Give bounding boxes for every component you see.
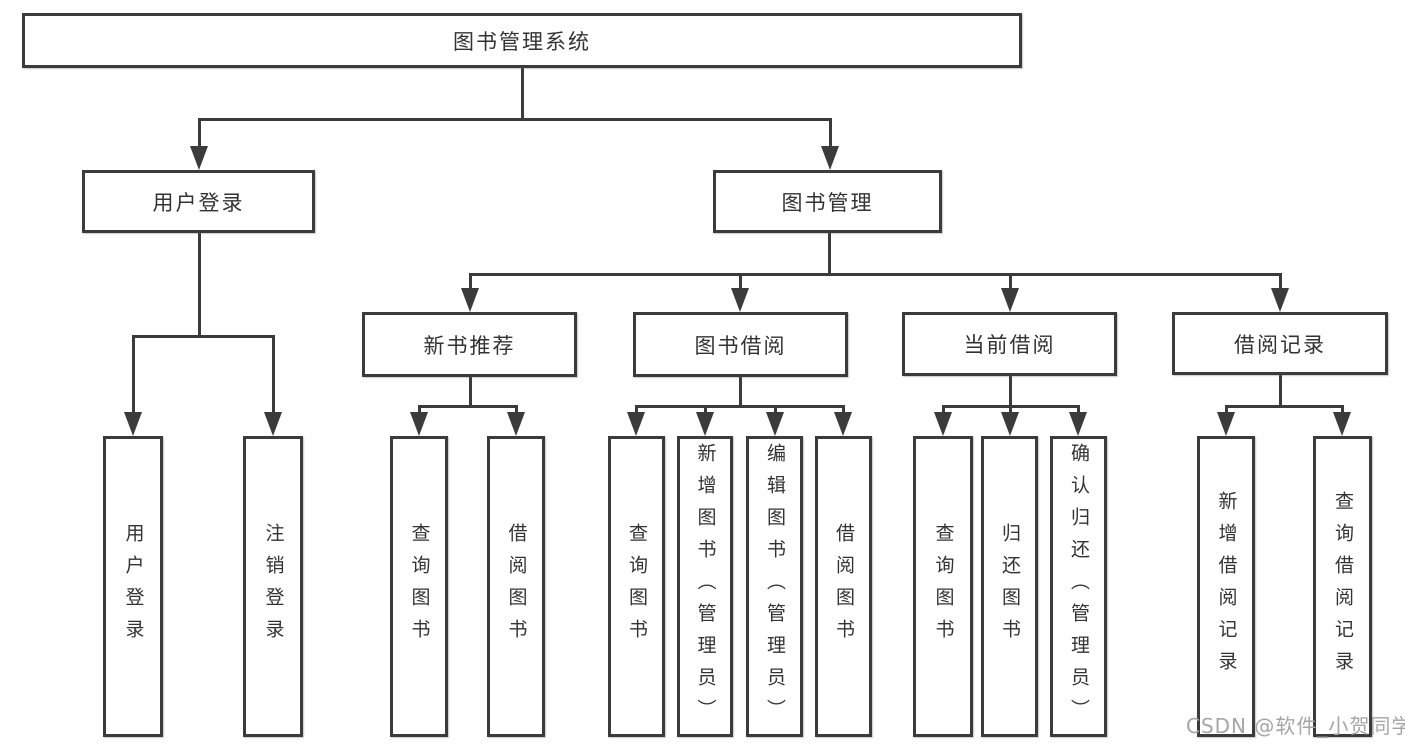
node-label: 确认归还（管理员）	[1068, 442, 1090, 731]
arrow-down-icon	[461, 288, 479, 312]
node-book-borrowing: 图书借阅	[633, 312, 848, 377]
node-label: 查询借阅记录	[1332, 490, 1354, 683]
connector-drop	[635, 405, 638, 416]
node-label: 编辑图书（管理员）	[764, 442, 786, 731]
node-label: 查询图书	[932, 522, 955, 651]
node-label: 图书管理	[781, 190, 874, 215]
connector-stem	[521, 68, 524, 121]
node-leaf-query-record: 查询借阅记录	[1313, 436, 1372, 737]
arrow-down-icon	[1069, 412, 1087, 436]
connector-drop	[515, 405, 518, 416]
connector-drop	[1279, 273, 1282, 292]
connector-drop	[704, 405, 707, 416]
arrow-down-icon	[731, 288, 749, 312]
node-leaf-return-book: 归还图书	[981, 436, 1038, 737]
connector-bar	[198, 118, 832, 121]
connector-bar	[418, 405, 518, 408]
connector-stem	[198, 233, 201, 338]
connector-drop	[1077, 405, 1080, 416]
arrow-down-icon	[766, 412, 784, 436]
connector-drop	[842, 405, 845, 416]
connector-drop	[1341, 405, 1344, 416]
connector-bar	[469, 273, 1282, 276]
arrow-down-icon	[124, 412, 142, 436]
arrow-down-icon	[1001, 412, 1019, 436]
arrow-down-icon	[1001, 288, 1019, 312]
connector-stem	[469, 377, 472, 408]
arrow-down-icon	[834, 412, 852, 436]
watermark: CSDN @软件_小贺同学	[1186, 714, 1405, 738]
node-label: 借阅记录	[1234, 332, 1326, 357]
node-book-management: 图书管理	[713, 170, 942, 233]
node-leaf-edit-book: 编辑图书（管理员）	[746, 436, 803, 737]
arrow-down-icon	[934, 412, 952, 436]
connector-drop	[1009, 273, 1012, 292]
node-leaf-add-book: 新增图书（管理员）	[677, 436, 733, 737]
node-label: 新书推荐	[423, 333, 516, 358]
arrow-down-icon	[190, 146, 208, 170]
connector-drop	[198, 118, 201, 150]
arrow-down-icon	[1271, 288, 1289, 312]
node-label: 借阅图书	[833, 522, 855, 651]
arrow-down-icon	[1217, 412, 1235, 436]
node-current-borrowing: 当前借阅	[902, 312, 1117, 376]
node-new-book-recommend: 新书推荐	[362, 312, 577, 377]
node-label: 用户登录	[152, 190, 245, 215]
connector-drop	[469, 273, 472, 292]
connector-drop	[829, 118, 832, 150]
node-label: 图书借阅	[694, 333, 787, 358]
connector-drop	[1009, 405, 1012, 416]
node-leaf-borrow-book-1: 借阅图书	[487, 436, 545, 737]
node-leaf-query-book-1: 查询图书	[390, 436, 448, 737]
arrow-down-icon	[410, 412, 428, 436]
node-leaf-add-record: 新增借阅记录	[1197, 436, 1255, 737]
connector-stem	[1009, 376, 1012, 408]
node-label: 当前借阅	[963, 333, 1056, 357]
node-leaf-confirm-return: 确认归还（管理员）	[1050, 436, 1107, 737]
arrow-down-icon	[507, 412, 525, 436]
node-label: 查询图书	[626, 522, 648, 651]
connector-drop	[272, 335, 275, 416]
connector-stem	[739, 377, 742, 408]
connector-drop	[418, 405, 421, 416]
arrow-down-icon	[1333, 412, 1351, 436]
arrow-down-icon	[821, 146, 839, 170]
node-label: 注销登录	[262, 522, 285, 651]
connector-drop	[739, 273, 742, 292]
node-root: 图书管理系统	[22, 13, 1022, 68]
node-label: 新增图书（管理员）	[694, 442, 717, 731]
connector-drop	[774, 405, 777, 416]
node-label: 归还图书	[999, 522, 1021, 651]
connector-drop	[942, 405, 945, 416]
arrow-down-icon	[264, 412, 282, 436]
node-label: 新增借阅记录	[1215, 490, 1238, 683]
node-user-login-group: 用户登录	[82, 170, 315, 233]
node-label: 图书管理系统	[453, 29, 591, 54]
connector-drop	[1225, 405, 1228, 416]
node-leaf-logout: 注销登录	[243, 436, 303, 737]
connector-stem	[828, 233, 831, 276]
arrow-down-icon	[696, 412, 714, 436]
node-leaf-query-book-3: 查询图书	[913, 436, 973, 737]
node-label: 查询图书	[408, 522, 431, 651]
connector-drop	[132, 335, 135, 416]
connector-bar	[1225, 405, 1344, 408]
node-borrowing-records: 借阅记录	[1172, 312, 1388, 375]
arrow-down-icon	[627, 412, 645, 436]
connector-bar	[635, 405, 845, 408]
node-label: 借阅图书	[505, 522, 528, 651]
node-leaf-user-login: 用户登录	[103, 436, 163, 737]
connector-bar	[132, 335, 275, 338]
node-leaf-query-book-2: 查询图书	[608, 436, 665, 737]
connector-stem	[1279, 375, 1282, 408]
node-label: 用户登录	[122, 522, 145, 651]
node-leaf-borrow-book-2: 借阅图书	[815, 436, 872, 737]
